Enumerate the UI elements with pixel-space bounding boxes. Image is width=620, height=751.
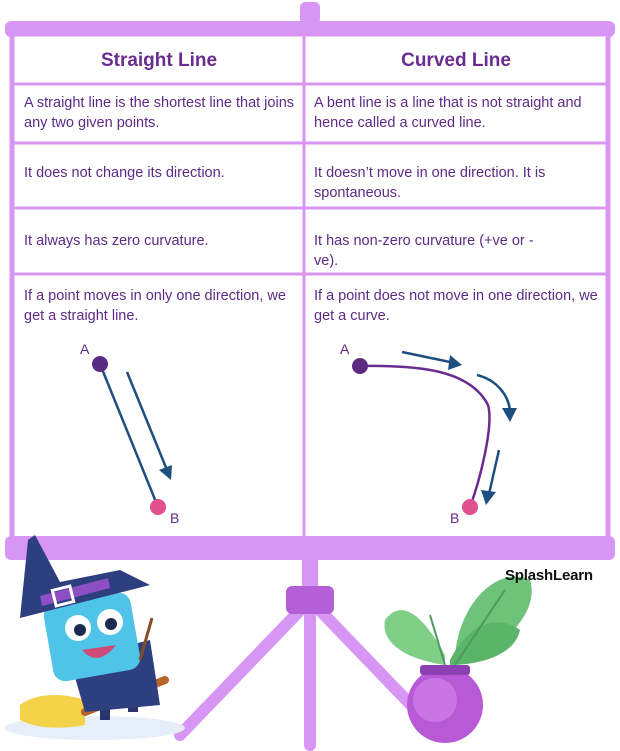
header-straight-line: Straight Line [100, 50, 218, 71]
easel-top-knob [300, 2, 320, 24]
curved-label-a: A [340, 341, 350, 357]
curved-row1-text: A bent line is a line that is not straig… [314, 95, 582, 131]
splashlearn-logo: SplashLearn [505, 567, 593, 584]
straight-row4-text: If a point moves in only one direction, … [24, 288, 286, 324]
straight-row1-text: A straight line is the shortest line tha… [24, 95, 295, 131]
curve-arrow-3-shaft [487, 449, 501, 495]
straight-label-b: B [170, 510, 180, 526]
straight-line-segment [98, 363, 160, 508]
curved-label-b: B [450, 510, 460, 526]
header-curved-line: Curved Line [401, 50, 511, 71]
curved-point-b [462, 499, 478, 515]
curved-row3-text: It has non-zero curvature (+ve or -ve). [314, 233, 534, 269]
straight-label-a: A [80, 341, 90, 357]
board-bottom-rail [5, 536, 615, 560]
straight-row2-text: It does not change its direction. [24, 165, 225, 181]
curve-arrow-2-shaft [476, 373, 512, 411]
straight-line-diagram [92, 356, 172, 515]
witch-mascot-illustration [5, 535, 185, 740]
curved-line-diagram [352, 350, 517, 515]
straight-point-a [92, 356, 108, 372]
curved-point-a [352, 358, 368, 374]
curved-row4-text: If a point does not move in one directio… [314, 288, 598, 324]
curved-line-path [359, 364, 491, 508]
curve-arrow-1-head [448, 355, 462, 370]
table-grid [14, 36, 606, 542]
curve-arrow-2-head [502, 408, 517, 422]
potted-monstera-plant [384, 576, 532, 743]
curve-arrow-3-head [481, 490, 496, 505]
straight-row3-text: It always has zero curvature. [24, 233, 209, 249]
curve-arrow-1-shaft [401, 350, 451, 364]
direction-arrow-shaft [125, 371, 169, 471]
board-panel [9, 31, 611, 547]
curved-row2-text: It doesn’t move in one direction. It is … [314, 165, 546, 201]
direction-arrow-head [159, 465, 172, 480]
straight-point-b [150, 499, 166, 515]
